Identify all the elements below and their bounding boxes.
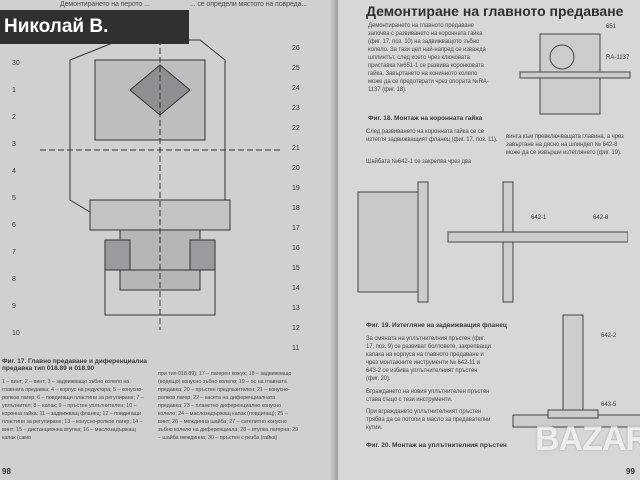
fig18-label-ra1137: RA-1137 bbox=[606, 55, 630, 61]
callout-23: 23 bbox=[292, 105, 300, 112]
figure-18-drawing bbox=[519, 33, 631, 115]
callout-26: 26 bbox=[292, 45, 300, 52]
right-page: Демонтиране на главното предаване Демонт… bbox=[338, 0, 640, 480]
callout-18: 18 bbox=[292, 205, 300, 212]
callout-1: 1 bbox=[12, 87, 16, 94]
left-page: Демонтирането на перото ... ... се опред… bbox=[0, 0, 338, 480]
callout-16: 16 bbox=[292, 245, 300, 252]
callout-20: 20 bbox=[292, 165, 300, 172]
callout-11: 11 bbox=[292, 345, 300, 352]
callout-24: 24 bbox=[292, 85, 300, 92]
callout-21: 21 bbox=[292, 145, 300, 152]
figure-20-caption: Фиг. 20. Монтаж на уплътнителния пръстен bbox=[366, 442, 507, 449]
page-number-right: 99 bbox=[626, 467, 635, 476]
figure-18-caption: Фиг. 18. Монтаж на коронната гайка bbox=[368, 115, 483, 122]
callout-10: 10 bbox=[12, 330, 20, 337]
callout-8: 8 bbox=[12, 276, 16, 283]
callout-5: 5 bbox=[12, 195, 16, 202]
callout-12: 12 bbox=[292, 325, 300, 332]
fig19-label-642-8: 642-8 bbox=[593, 215, 609, 221]
top-text-1: Демонтирането на перото ... bbox=[60, 1, 150, 8]
callout-25: 25 bbox=[292, 65, 300, 72]
callout-3: 3 bbox=[12, 141, 16, 148]
differential-cross-section-diagram bbox=[40, 30, 280, 330]
callout-22: 22 bbox=[292, 125, 300, 132]
fig20-label-643-5: 643-5 bbox=[601, 402, 617, 408]
fig20-label-642-2: 642-2 bbox=[601, 333, 617, 339]
callout-13: 13 bbox=[292, 305, 300, 312]
paragraph-5: При вграждането уплътнителният пръстен т… bbox=[366, 409, 491, 431]
paragraph-4: Вграждането на новия уплътнителен пръсте… bbox=[366, 389, 490, 403]
figure-20-drawing bbox=[512, 314, 640, 428]
watermark-bazar-logo: BAZAR bbox=[535, 420, 640, 458]
paragraph-2c: винта към превключващата главина, а чрез… bbox=[506, 134, 624, 156]
paragraph-2b: Шайбата №642-1 се закрепва чрез два bbox=[366, 159, 472, 165]
legend-column-2: при тип 018.89); 17 – лагерен кожух; 18 … bbox=[158, 371, 299, 441]
top-text-2: ... се определи мястото на повреда... bbox=[190, 1, 307, 8]
paragraph-1: Демонтирането на главното предаване запо… bbox=[368, 23, 489, 93]
callout-14: 14 bbox=[292, 285, 300, 292]
watermark-author: Николай В. bbox=[0, 10, 189, 44]
fig19-label-642-1: 642-1 bbox=[531, 215, 547, 221]
callout-17: 17 bbox=[292, 225, 300, 232]
page-number-left: 98 bbox=[2, 467, 11, 476]
figure-19-caption: Фиг. 19. Изтегляне на задвижващия фланец bbox=[366, 322, 507, 329]
paragraph-2a: След развиването на коронната гайка се с… bbox=[366, 129, 498, 143]
callout-19: 19 bbox=[292, 185, 300, 192]
section-heading: Демонтиране на главното предаване bbox=[366, 3, 624, 19]
callout-30: 30 bbox=[12, 60, 20, 67]
fig18-label-651: 651 bbox=[606, 24, 617, 30]
figure-17-caption: Фиг. 17. Главно предаване и диференциалн… bbox=[2, 358, 147, 372]
paragraph-3: За смяната на уплътнителния пръстен (фиг… bbox=[366, 336, 491, 382]
callout-9: 9 bbox=[12, 303, 16, 310]
callout-7: 7 bbox=[12, 249, 16, 256]
legend-column-1: 1 – винт; 2 – винт; 3 – задвижващо зъбно… bbox=[2, 379, 144, 441]
callout-4: 4 bbox=[12, 168, 16, 175]
callout-15: 15 bbox=[292, 265, 300, 272]
callout-2: 2 bbox=[12, 114, 16, 121]
callout-6: 6 bbox=[12, 222, 16, 229]
figure-19-drawing bbox=[357, 181, 628, 303]
